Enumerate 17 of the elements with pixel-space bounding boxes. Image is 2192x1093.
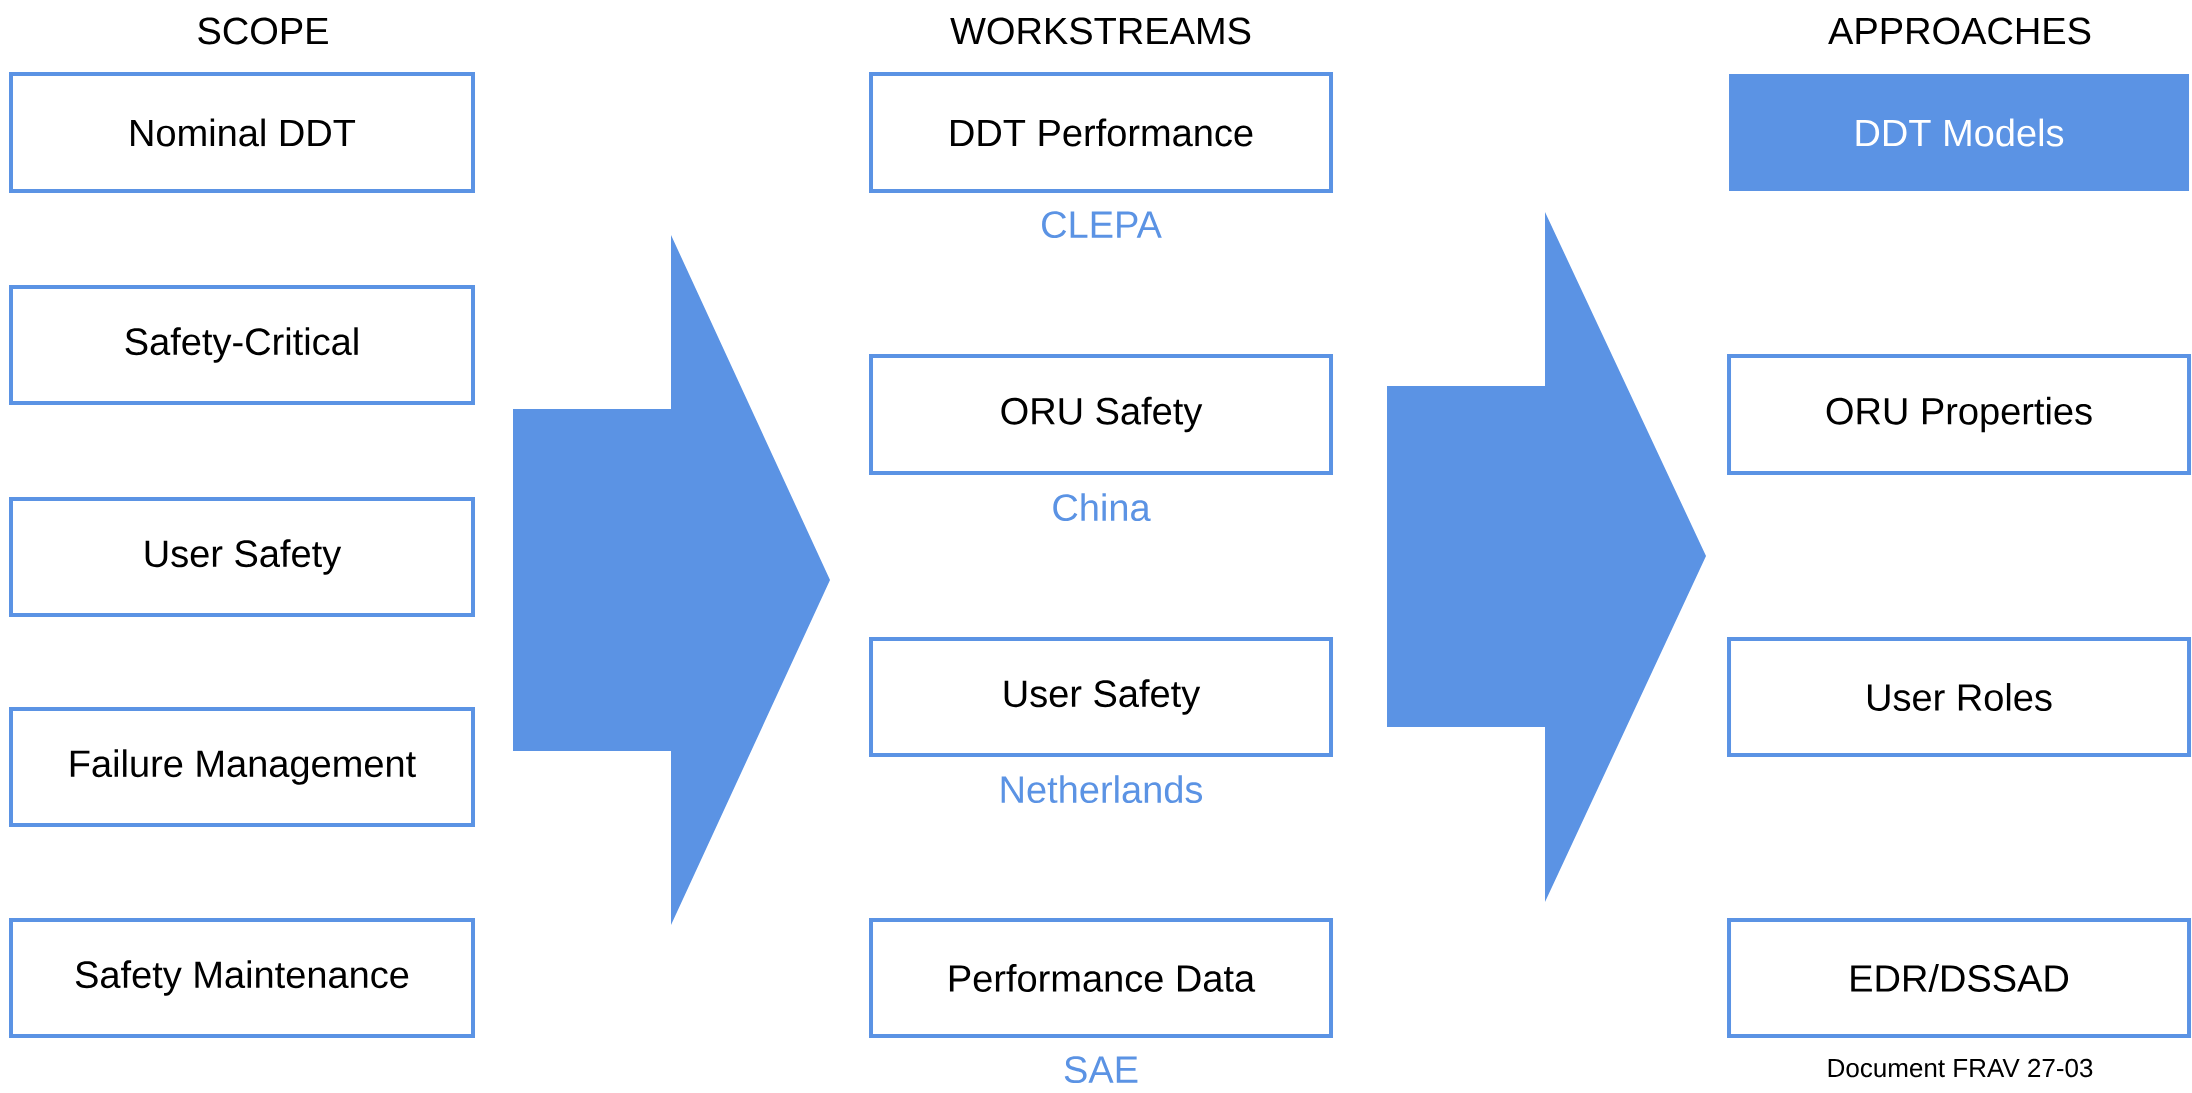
region-label: China	[1053, 493, 1151, 522]
process-box: Failure Management	[9, 707, 475, 827]
process-box: User Roles	[1727, 637, 2192, 757]
region-label: SAE	[1064, 1056, 1138, 1084]
process-box: DDT Performance	[869, 72, 1333, 193]
process-box: EDR/DSSAD	[1727, 918, 2192, 1038]
filled-box: DDT Models	[1729, 74, 2190, 191]
process-box: ORU Properties	[1727, 354, 2192, 475]
process-box: Nominal DDT	[9, 72, 475, 193]
process-box: ORU Safety	[869, 354, 1333, 475]
process-box: User Safety	[869, 637, 1333, 757]
region-label: CLEPA	[1042, 211, 1162, 239]
process-box: Safety-Critical	[9, 285, 475, 405]
process-box: User Safety	[9, 497, 475, 617]
process-box: Performance Data	[869, 918, 1333, 1038]
region-label: Netherlands	[1001, 775, 1203, 804]
process-box: Safety Maintenance	[9, 918, 475, 1038]
